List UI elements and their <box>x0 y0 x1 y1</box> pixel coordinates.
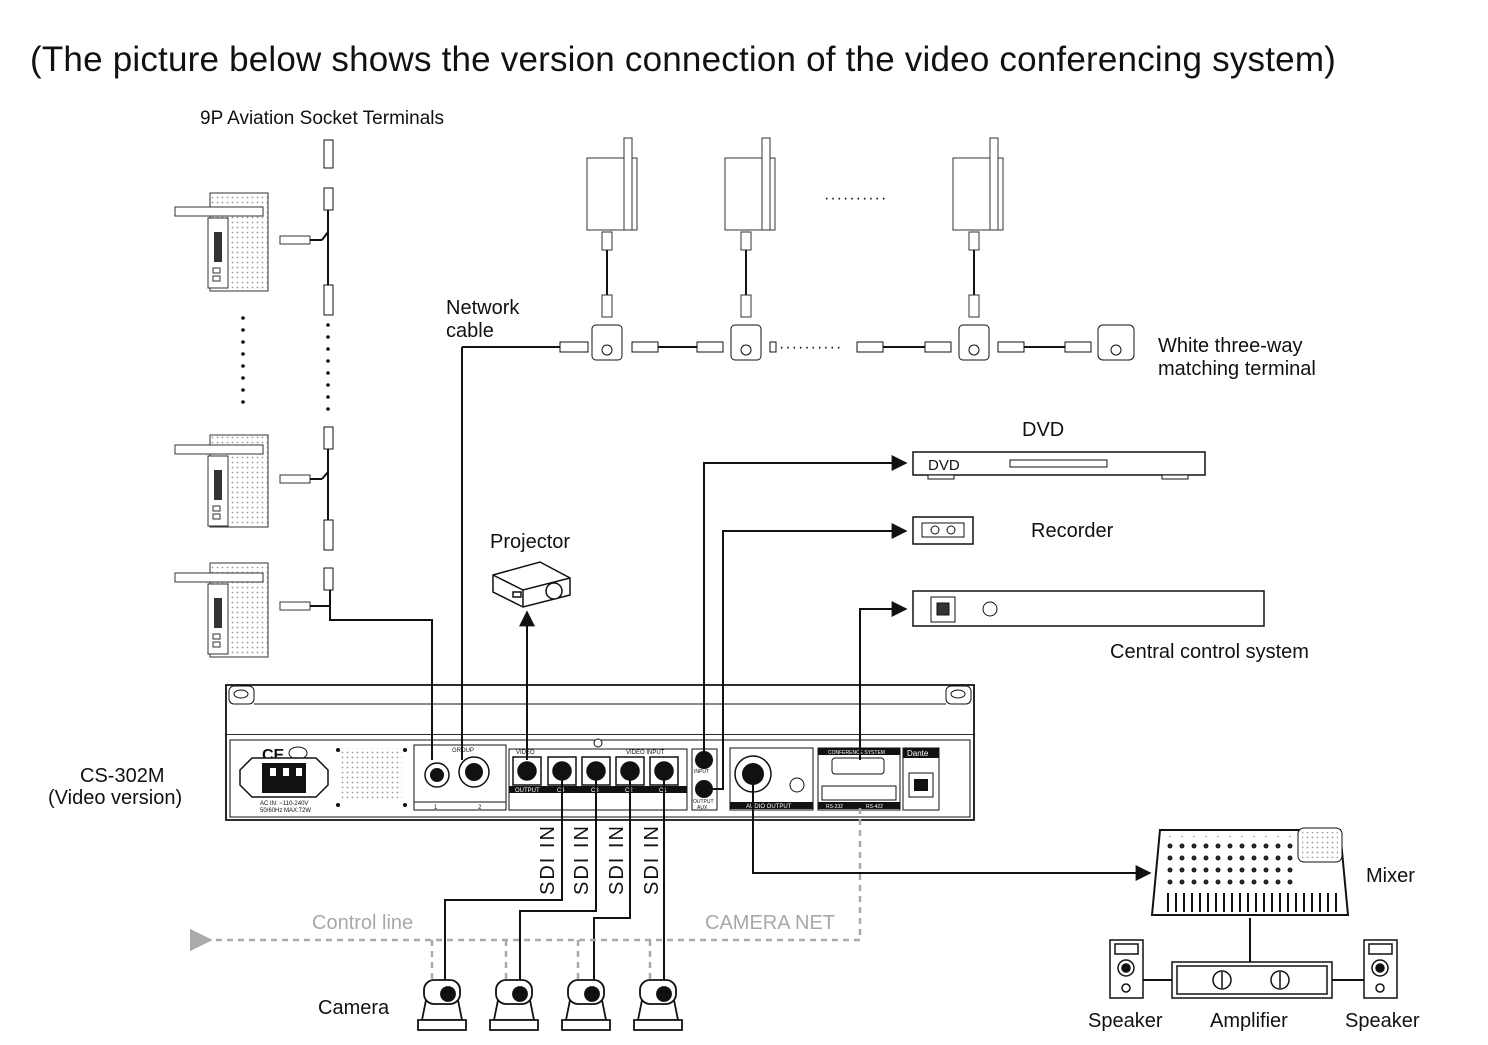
svg-text:2: 2 <box>478 805 482 811</box>
svg-text:CONFERENCE SYSTEM: CONFERENCE SYSTEM <box>828 750 885 756</box>
svg-text:AC IN: ~110-240V: AC IN: ~110-240V <box>260 801 308 807</box>
power-amplifier <box>1171 961 1333 999</box>
svg-text:INPUT: INPUT <box>694 769 709 775</box>
camera-net-label: CAMERA NET <box>705 912 836 934</box>
svg-text:VIDEO INPUT: VIDEO INPUT <box>626 750 665 756</box>
mic-unit-bottom <box>174 562 330 658</box>
sdi-in-label-1: SDI IN <box>537 824 559 895</box>
access-point-1 <box>586 137 638 318</box>
white-terminal-label-line2: matching terminal <box>1158 358 1316 380</box>
sdi-in-label-4: SDI IN <box>641 824 663 895</box>
white-terminal-label-line1: White three-way <box>1158 335 1303 357</box>
camera-4 <box>633 979 683 1031</box>
svg-text:OUTPUT: OUTPUT <box>693 799 714 805</box>
svg-text:Dante: Dante <box>907 749 929 758</box>
sdi-in-label-3: SDI IN <box>606 824 628 895</box>
speaker-right-label: Speaker <box>1345 1010 1420 1032</box>
signal-cables <box>329 347 1364 985</box>
svg-text:50/60Hz MAX:72W: 50/60Hz MAX:72W <box>260 808 311 814</box>
mic-unit-middle <box>174 434 322 528</box>
camera-2 <box>489 979 539 1031</box>
cs-302m-main-unit: CE AC IN: ~110-240V 50/60Hz MAX:72W GROU… <box>225 684 975 821</box>
mic-unit-top <box>174 192 322 292</box>
speaker-left-label: Speaker <box>1088 1010 1163 1032</box>
control-line-label: Control line <box>312 912 414 934</box>
recorder-label: Recorder <box>1031 520 1114 542</box>
speaker-right <box>1363 939 1398 999</box>
wireless-access-points <box>586 137 1004 318</box>
device-model-label: CS-302M <box>80 765 165 787</box>
dvd-player: DVD <box>912 451 1206 480</box>
continuation-dots <box>241 316 330 411</box>
svg-text:RS-232: RS-232 <box>826 804 843 810</box>
access-point-2 <box>724 137 776 318</box>
recorder <box>912 516 974 545</box>
projector-label: Projector <box>490 531 571 553</box>
audio-mixer <box>1150 827 1350 916</box>
sdi-in-label-2: SDI IN <box>571 824 593 895</box>
camera-label: Camera <box>318 997 390 1019</box>
dvd-panel-label: DVD <box>928 457 960 474</box>
camera-3 <box>561 979 611 1031</box>
speaker-left <box>1109 939 1144 999</box>
svg-text:AUDIO OUTPUT: AUDIO OUTPUT <box>746 804 792 810</box>
aviation-socket-label: 9P Aviation Socket Terminals <box>200 108 444 129</box>
projector <box>492 561 571 608</box>
network-tee-chain: ·········· <box>462 324 1135 361</box>
conference-microphone-units <box>174 139 334 658</box>
diagram-title: (The picture below shows the version con… <box>30 40 1337 79</box>
svg-text:RS-422: RS-422 <box>866 804 883 810</box>
svg-text:GROUP: GROUP <box>452 748 474 754</box>
svg-text:VIDEO: VIDEO <box>516 750 535 756</box>
dvd-label: DVD <box>1022 419 1065 441</box>
ap-continuation-dots: ·········· <box>824 190 887 207</box>
camera-1 <box>417 979 467 1031</box>
aviation-cable-chain <box>321 139 334 606</box>
svg-text:AUX: AUX <box>697 805 708 811</box>
amplifier-label: Amplifier <box>1210 1010 1288 1032</box>
access-point-3 <box>952 137 1004 318</box>
svg-text:1: 1 <box>434 805 438 811</box>
network-cable-label-line2: cable <box>446 320 494 342</box>
central-control-label: Central control system <box>1110 641 1309 663</box>
device-version-label: (Video version) <box>48 787 183 809</box>
svg-text:··········: ·········· <box>779 339 842 356</box>
camera-control-line <box>190 808 862 985</box>
svg-text:OUTPUT: OUTPUT <box>515 788 540 794</box>
central-control-device <box>912 590 1265 627</box>
network-cable-label-line1: Network <box>446 297 520 319</box>
ptz-cameras <box>417 979 683 1031</box>
mixer-label: Mixer <box>1366 865 1415 887</box>
speakers <box>1109 939 1398 999</box>
